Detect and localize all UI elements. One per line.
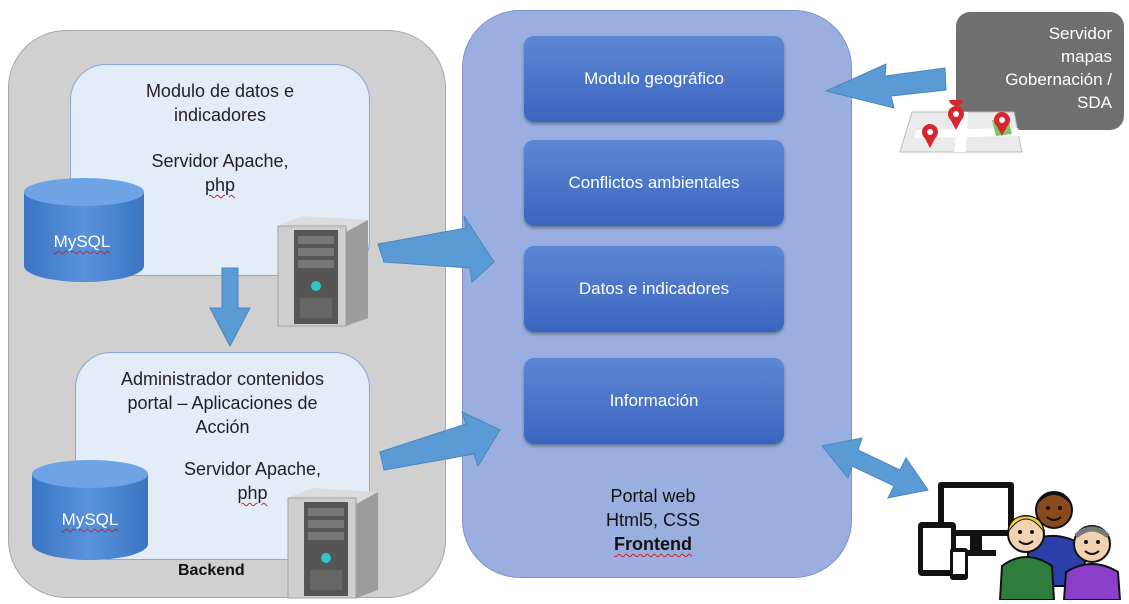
module-admin-title-line1: Administrador contenidos xyxy=(120,369,325,389)
map-server-line3: Gobernación / xyxy=(1005,70,1112,89)
frontend-module-conflictos: Conflictos ambientales xyxy=(524,140,784,226)
map-server-box: Servidor mapas Gobernación / SDA xyxy=(956,12,1124,130)
map-server-line1: Servidor xyxy=(1048,24,1112,43)
arrow-admin-to-frontend xyxy=(379,411,501,471)
frontend-module-datos: Datos e indicadores xyxy=(524,246,784,332)
arrow-map-to-geografico xyxy=(824,63,947,109)
module-admin-title-line2: portal – Aplicaciones de xyxy=(127,393,318,413)
arrow-frontend-users xyxy=(821,437,929,499)
server-tower-icon xyxy=(277,216,368,327)
module-admin-server-line1: Servidor Apache, xyxy=(183,459,322,479)
server-tower-icon xyxy=(287,488,378,599)
module-datos-server-line1: Servidor Apache, xyxy=(151,151,289,171)
frontend-caption-line2: Html5, CSS xyxy=(605,510,701,530)
mysql-database-icon xyxy=(32,460,148,560)
mysql-database-icon xyxy=(24,178,144,282)
arrow-server1-to-frontend xyxy=(377,215,495,284)
module-admin-title-line3: Acción xyxy=(195,417,250,437)
mysql-label-1: MySQL xyxy=(53,232,111,251)
module-datos-server-line2: php xyxy=(204,175,236,195)
frontend-module-informacion: Información xyxy=(524,358,784,444)
map-server-line2: mapas xyxy=(1060,47,1112,66)
mysql-label-2: MySQL xyxy=(61,510,119,529)
module-datos-title-line1: Modulo de datos e xyxy=(145,81,295,101)
arrow-datos-to-admin xyxy=(209,267,251,348)
frontend-caption-line3: Frontend xyxy=(614,534,692,554)
frontend-module-geografico: Modulo geográfico xyxy=(524,36,784,122)
backend-label: Backend xyxy=(178,562,245,579)
module-datos-title-line2: indicadores xyxy=(173,105,267,125)
users-devices-icon xyxy=(918,482,1122,600)
frontend-caption-line1: Portal web xyxy=(610,486,696,506)
map-server-line4: SDA xyxy=(1077,93,1112,112)
module-admin-server-line2: php xyxy=(237,483,268,503)
map-pins-icon xyxy=(899,100,1023,153)
